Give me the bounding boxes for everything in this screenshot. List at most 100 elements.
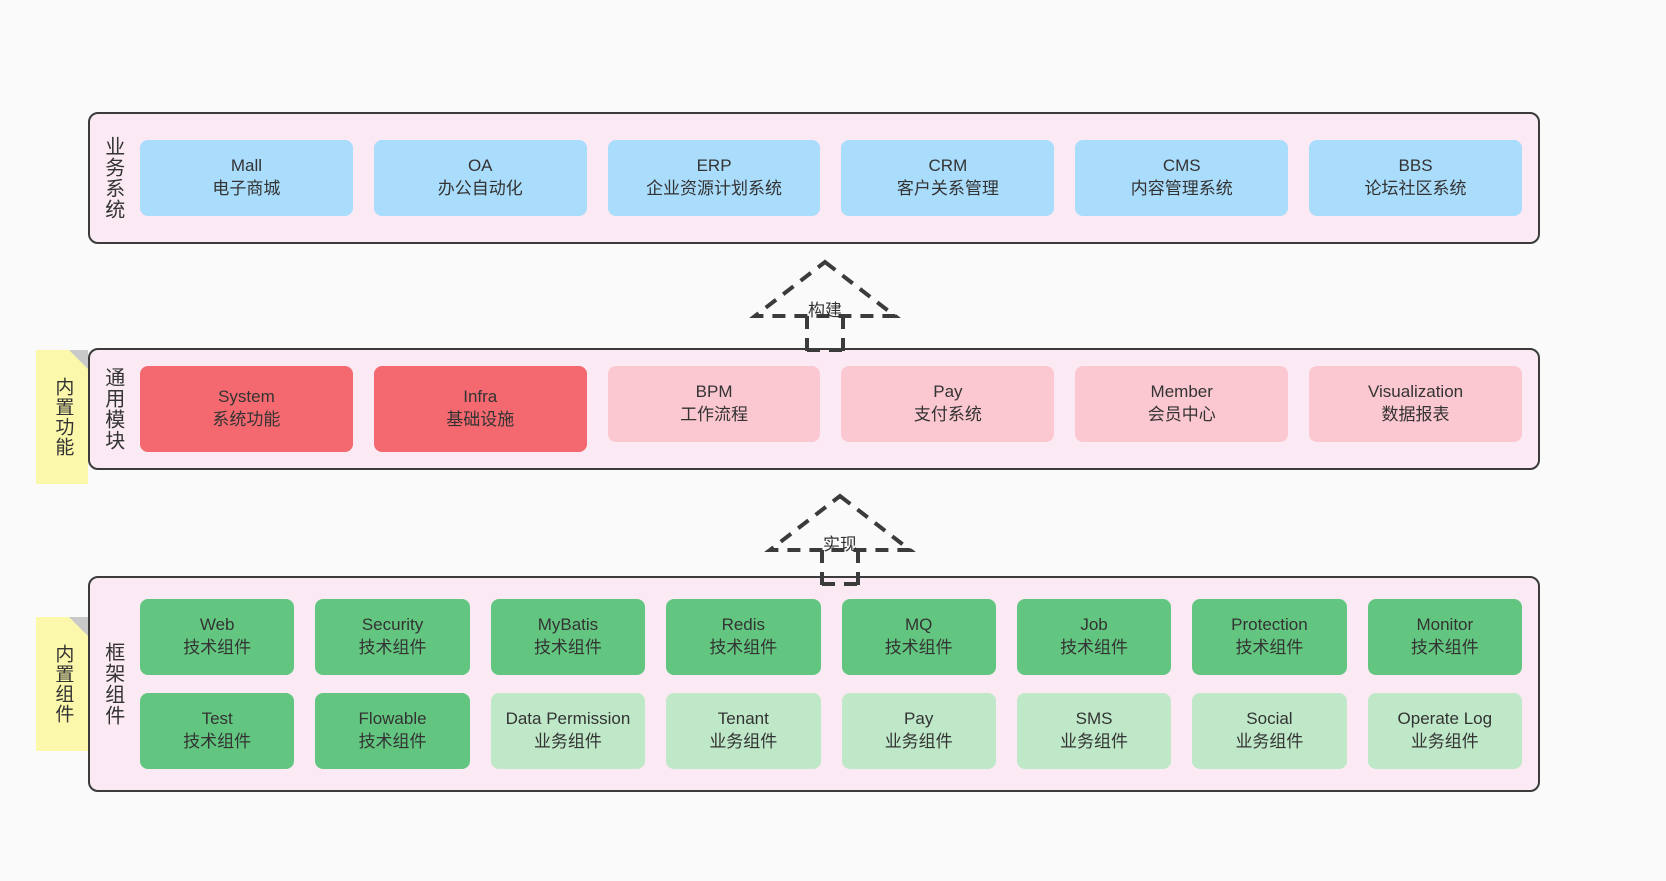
card-title: Member xyxy=(1150,382,1213,402)
arrow-implement: 实现 xyxy=(760,490,920,586)
card-title: Monitor xyxy=(1416,615,1474,635)
card-title: Data Permission xyxy=(505,709,631,729)
card-subtitle: 办公自动化 xyxy=(437,179,523,198)
card-subtitle: 内容管理系统 xyxy=(1130,179,1233,198)
card-title: CRM xyxy=(928,156,968,176)
card-row: Test 技术组件 Flowable 技术组件 Data Permission … xyxy=(140,693,1522,769)
card-member[interactable]: Member 会员中心 xyxy=(1075,366,1289,442)
card-title: Operate Log xyxy=(1397,709,1493,729)
arrow-stem xyxy=(820,550,860,586)
card-subtitle: 技术组件 xyxy=(1235,638,1304,657)
card-subtitle: 客户关系管理 xyxy=(896,179,999,198)
arrow-head-triangle xyxy=(764,493,916,552)
card-oa[interactable]: OA 办公自动化 xyxy=(373,140,587,216)
card-cms[interactable]: CMS 内容管理系统 xyxy=(1075,140,1289,216)
layer-body-common-module: System 系统功能 Infra 基础设施 BPM 工作流程 Pay 支付系统… xyxy=(134,350,1538,468)
card-mall[interactable]: Mall 电子商城 xyxy=(140,140,353,216)
card-flowable[interactable]: Flowable 技术组件 xyxy=(315,693,470,769)
card-web[interactable]: Web 技术组件 xyxy=(140,599,295,675)
arrow-implement-label: 实现 xyxy=(823,535,857,554)
card-subtitle: 技术组件 xyxy=(1060,638,1129,657)
card-title: System xyxy=(218,387,275,407)
card-operate-log[interactable]: Operate Log 业务组件 xyxy=(1367,693,1522,769)
card-title: BPM xyxy=(695,382,733,402)
card-subtitle: 业务组件 xyxy=(1235,732,1304,751)
card-title: Infra xyxy=(463,387,498,407)
card-row: System 系统功能 Infra 基础设施 BPM 工作流程 Pay 支付系统… xyxy=(140,366,1522,452)
card-title: Flowable xyxy=(358,709,427,729)
card-title: OA xyxy=(467,156,493,176)
card-subtitle: 技术组件 xyxy=(709,638,778,657)
layer-framework-component: 框架组件 Web 技术组件 Security 技术组件 MyBatis 技术组件… xyxy=(88,576,1540,792)
card-title: MyBatis xyxy=(537,615,599,635)
card-subtitle: 技术组件 xyxy=(183,638,252,657)
card-subtitle: 论坛社区系统 xyxy=(1364,179,1467,198)
card-title: Protection xyxy=(1231,615,1308,635)
card-subtitle: 业务组件 xyxy=(533,732,602,751)
card-title: ERP xyxy=(696,156,732,176)
layer-title-business-system: 业务系统 xyxy=(101,136,124,220)
card-title: Security xyxy=(361,615,424,635)
card-system[interactable]: System 系统功能 xyxy=(140,366,353,452)
note-fold-corner xyxy=(69,350,88,369)
card-subtitle: 业务组件 xyxy=(1060,732,1129,751)
layer-body-framework-component: Web 技术组件 Security 技术组件 MyBatis 技术组件 Redi… xyxy=(134,578,1538,790)
arrow-build-label: 构建 xyxy=(808,301,842,320)
layer-body-business-system: Mall 电子商城 OA 办公自动化 ERP 企业资源计划系统 CRM 客户关系… xyxy=(134,114,1538,242)
card-bpm[interactable]: BPM 工作流程 xyxy=(607,366,821,442)
card-crm[interactable]: CRM 客户关系管理 xyxy=(841,140,1055,216)
card-monitor[interactable]: Monitor 技术组件 xyxy=(1367,599,1522,675)
card-data-permission[interactable]: Data Permission 业务组件 xyxy=(490,693,646,769)
card-erp[interactable]: ERP 企业资源计划系统 xyxy=(607,140,821,216)
card-title: Pay xyxy=(904,709,934,729)
card-security[interactable]: Security 技术组件 xyxy=(315,599,470,675)
arrow-stem xyxy=(805,316,845,352)
card-subtitle: 业务组件 xyxy=(1410,732,1479,751)
card-subtitle: 工作流程 xyxy=(680,405,749,424)
card-bbs[interactable]: BBS 论坛社区系统 xyxy=(1309,140,1522,216)
card-title: Mall xyxy=(230,156,262,176)
card-subtitle: 业务组件 xyxy=(884,732,953,751)
card-protection[interactable]: Protection 技术组件 xyxy=(1192,599,1347,675)
card-redis[interactable]: Redis 技术组件 xyxy=(666,599,821,675)
note-label: 内置功能 xyxy=(52,377,74,457)
note-label: 内置组件 xyxy=(52,644,74,724)
card-subtitle: 电子商城 xyxy=(212,179,281,198)
card-mybatis[interactable]: MyBatis 技术组件 xyxy=(490,599,646,675)
note-builtin-components: 内置组件 xyxy=(36,617,88,751)
card-subtitle: 数据报表 xyxy=(1381,405,1450,424)
card-pay[interactable]: Pay 支付系统 xyxy=(841,366,1055,442)
card-subtitle: 基础设施 xyxy=(446,410,515,429)
card-social[interactable]: Social 业务组件 xyxy=(1192,693,1347,769)
card-subtitle: 技术组件 xyxy=(533,638,602,657)
card-title: Tenant xyxy=(717,709,769,729)
layer-common-module: 通用模块 System 系统功能 Infra 基础设施 BPM 工作流程 Pay… xyxy=(88,348,1540,470)
card-title: CMS xyxy=(1162,156,1201,176)
card-test[interactable]: Test 技术组件 xyxy=(140,693,295,769)
card-infra[interactable]: Infra 基础设施 xyxy=(373,366,587,452)
card-title: MQ xyxy=(904,615,933,635)
card-sms[interactable]: SMS 业务组件 xyxy=(1016,693,1172,769)
card-row: Mall 电子商城 OA 办公自动化 ERP 企业资源计划系统 CRM 客户关系… xyxy=(140,140,1522,216)
arrow-head-triangle xyxy=(749,259,901,318)
note-fold-corner xyxy=(69,617,88,636)
card-tenant[interactable]: Tenant 业务组件 xyxy=(666,693,821,769)
card-title: Job xyxy=(1080,615,1108,635)
card-title: Test xyxy=(201,709,233,729)
card-subtitle: 企业资源计划系统 xyxy=(646,179,783,198)
card-mq[interactable]: MQ 技术组件 xyxy=(841,599,996,675)
card-visualization[interactable]: Visualization 数据报表 xyxy=(1309,366,1522,442)
card-title: Visualization xyxy=(1367,382,1464,402)
card-subtitle: 系统功能 xyxy=(212,410,281,429)
arrow-build: 构建 xyxy=(745,256,905,352)
card-job[interactable]: Job 技术组件 xyxy=(1016,599,1172,675)
card-row: Web 技术组件 Security 技术组件 MyBatis 技术组件 Redi… xyxy=(140,599,1522,675)
card-subtitle: 会员中心 xyxy=(1147,405,1216,424)
layer-title-framework-component: 框架组件 xyxy=(101,642,124,726)
card-subtitle: 技术组件 xyxy=(884,638,953,657)
card-title: Redis xyxy=(721,615,766,635)
card-title: Web xyxy=(199,615,235,635)
card-subtitle: 业务组件 xyxy=(709,732,778,751)
card-pay-business[interactable]: Pay 业务组件 xyxy=(841,693,996,769)
